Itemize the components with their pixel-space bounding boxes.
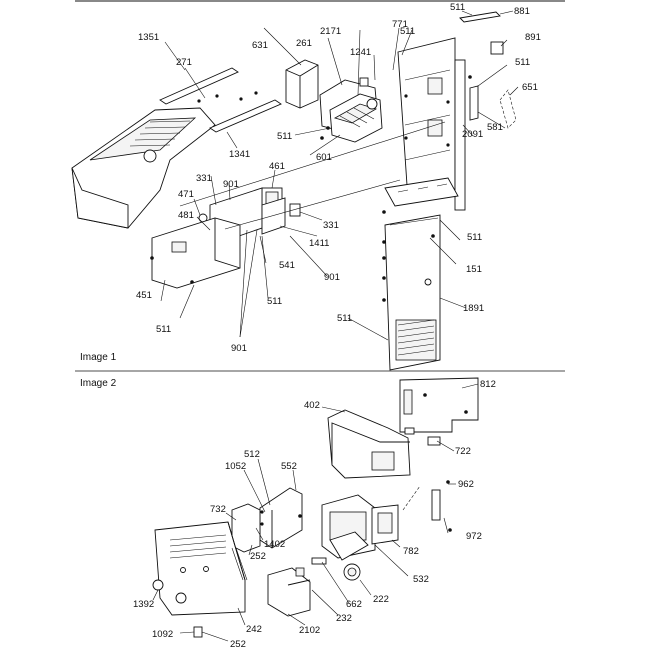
callout: 782 — [403, 546, 419, 557]
knob-1392a — [152, 579, 164, 591]
screw-972 — [448, 528, 452, 532]
motor-222 — [311, 531, 369, 581]
callout: 1351 — [138, 32, 159, 43]
callout: 481 — [178, 210, 194, 221]
callout: 541 — [279, 260, 295, 271]
part-1092 — [193, 626, 203, 638]
callout: 812 — [480, 379, 496, 390]
panel-151 — [384, 177, 459, 207]
cube-891 — [490, 41, 504, 55]
cover-451 — [151, 217, 241, 289]
leader-lines-image-2 — [152, 383, 479, 642]
callout: 151 — [466, 264, 482, 275]
callout: 601 — [316, 152, 332, 163]
callout: 1052 — [225, 461, 246, 472]
callout: 331 — [323, 220, 339, 231]
front-panel-242 — [154, 521, 248, 616]
rail-271 — [159, 67, 258, 105]
leader-lines-image-1 — [160, 10, 519, 341]
callout: 451 — [136, 290, 152, 301]
image-1-panel: 511 881 891 771 511 511 651 1351 271 631… — [71, 2, 541, 371]
callout: 662 — [346, 599, 362, 610]
image-2-panel: Image 2 — [80, 377, 496, 650]
callouts-image-1: 511 881 891 771 511 511 651 1351 271 631… — [136, 2, 541, 354]
housing-402 — [327, 409, 411, 479]
callout: 461 — [269, 161, 285, 172]
callout: 402 — [304, 400, 320, 411]
callout: 1341 — [229, 149, 250, 160]
block-631 — [285, 59, 319, 109]
piece-2102 — [267, 567, 311, 617]
callout: 1392 — [133, 599, 154, 610]
bracket-881 — [459, 11, 501, 23]
block-732 — [231, 503, 264, 553]
callout: 962 — [458, 479, 474, 490]
callout: 1402 — [264, 539, 285, 550]
callout: 511 — [450, 2, 465, 13]
callouts-image-2: 812 402 722 552 512 1052 732 962 1402 25… — [133, 379, 496, 650]
callout: 901 — [324, 272, 340, 283]
callout: 1092 — [152, 629, 173, 640]
callout: 471 — [178, 189, 194, 200]
callout: 532 — [413, 574, 429, 585]
callout: 252 — [250, 551, 266, 562]
callout: 331 — [196, 173, 212, 184]
callout: 511 — [400, 26, 415, 37]
callout: 732 — [210, 504, 226, 515]
callout: 1411 — [309, 238, 329, 249]
callout: 631 — [252, 40, 268, 51]
image-1-caption: Image 1 — [80, 352, 117, 363]
callout: 511 — [277, 131, 292, 142]
callout: 512 — [244, 449, 260, 460]
callout: 511 — [515, 57, 530, 68]
callout: 581 — [487, 122, 503, 133]
callout: 972 — [466, 531, 482, 542]
bracket-812 — [399, 377, 479, 433]
image-2-caption: Image 2 — [80, 378, 117, 389]
strip-581 — [469, 85, 479, 121]
ice-maker-assembly — [319, 77, 383, 143]
callout: 901 — [223, 179, 239, 190]
strip-962 — [431, 489, 441, 521]
rod-722b — [427, 436, 441, 446]
knob-1392b — [175, 592, 187, 604]
callout: 881 — [514, 6, 530, 17]
callout: 2171 — [320, 26, 341, 37]
screw-962 — [446, 480, 450, 484]
ice-bucket-part — [71, 107, 216, 229]
callout: 232 — [336, 613, 352, 624]
callout: 2102 — [299, 625, 320, 636]
callout: 1241 — [350, 47, 371, 58]
rail-1341 — [209, 99, 282, 133]
callout: 511 — [156, 324, 171, 335]
callout: 771 — [392, 19, 408, 30]
callout: 271 — [176, 57, 192, 68]
callout: 891 — [525, 32, 541, 43]
callout: 261 — [296, 38, 312, 49]
rod-722 — [404, 427, 415, 435]
callout: 511 — [267, 296, 282, 307]
callout: 511 — [337, 313, 352, 324]
callout: 2091 — [462, 129, 483, 140]
callout: 901 — [231, 343, 247, 354]
callout: 511 — [467, 232, 482, 243]
panel-1891 — [384, 214, 441, 371]
callout: 252 — [230, 639, 246, 650]
callout: 722 — [455, 446, 471, 457]
callout: 1891 — [463, 303, 484, 314]
callout: 222 — [373, 594, 389, 605]
callout: 242 — [246, 624, 262, 635]
screws-image-1 — [150, 75, 472, 302]
callout: 651 — [522, 82, 538, 93]
callout: 552 — [281, 461, 297, 472]
